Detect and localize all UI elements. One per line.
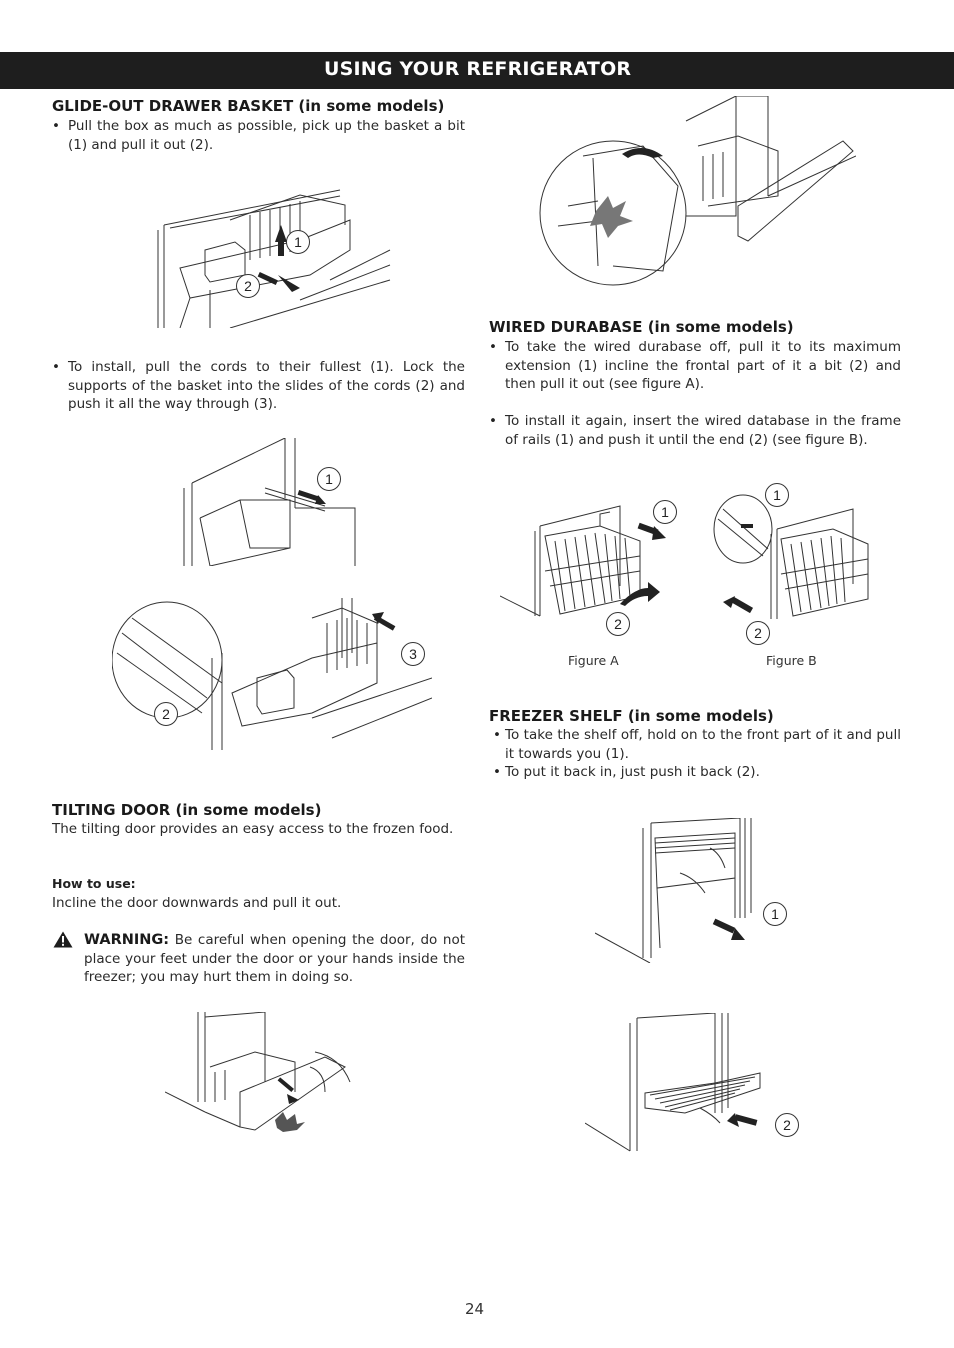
bullet-dot: • <box>489 339 497 355</box>
durabase-bullet-2: • To install it again, insert the wired … <box>489 412 901 470</box>
warning-block: WARNING: Be careful when opening the doo… <box>84 931 465 987</box>
page-number: 24 <box>465 1300 485 1318</box>
glide-title: GLIDE-OUT DRAWER BASKET (in some models) <box>52 97 445 115</box>
step-badge-1: 1 <box>286 230 310 254</box>
step-badge-1: 1 <box>763 902 787 926</box>
freezer-figure-2: 2 <box>585 1013 799 1153</box>
step-badge-1: 1 <box>317 467 341 491</box>
freezer-bullet-2: • To put it back in, just push it back (… <box>493 763 901 783</box>
glide-bullet-1-text: Pull the box as much as possible, pick u… <box>68 118 465 153</box>
step-badge-2: 2 <box>775 1113 799 1137</box>
warning-text: Be careful when opening the door, do not… <box>84 932 465 985</box>
freezer-bullet-1: • To take the shelf off, hold on to the … <box>493 726 901 764</box>
step-badge-2: 2 <box>746 621 770 645</box>
step-badge-2: 2 <box>606 612 630 636</box>
page-title: USING YOUR REFRIGERATOR <box>324 58 632 80</box>
freezer-figure-1: 1 <box>595 818 795 963</box>
bullet-dot: • <box>52 118 60 134</box>
glide-figure-3: 3 2 <box>112 598 432 750</box>
glide-bullet-1: • Pull the box as much as possible, pick… <box>52 117 465 157</box>
durabase-bullet-1: • To take the wired durabase off, pull i… <box>489 338 901 396</box>
freezer-bullet-2-text: To put it back in, just push it back (2)… <box>505 764 760 780</box>
step-badge-1: 1 <box>653 500 677 524</box>
freezer-title: FREEZER SHELF (in some models) <box>489 707 774 725</box>
bullet-dot: • <box>493 727 501 743</box>
warning-label: WARNING: <box>84 932 170 948</box>
tilting-intro: The tilting door provides an easy access… <box>52 821 454 837</box>
glide-bullet-2: • To install, pull the cords to their fu… <box>52 358 465 416</box>
glide-bullet-2-text: To install, pull the cords to their full… <box>68 359 465 412</box>
step-badge-2: 2 <box>236 274 260 298</box>
howto-title: How to use: <box>52 876 136 891</box>
bullet-dot: • <box>52 359 60 375</box>
durabase-figure-b: 1 2 <box>713 483 873 645</box>
freezer-bullet-1-text: To take the shelf off, hold on to the fr… <box>505 727 901 762</box>
step-badge-3: 3 <box>401 642 425 666</box>
bullet-dot: • <box>489 413 497 429</box>
figure-b-caption: Figure B <box>766 653 817 668</box>
durabase-figure-a: 1 2 <box>500 496 690 636</box>
step-badge-1: 1 <box>765 483 789 507</box>
durabase-bullet-1-text: To take the wired durabase off, pull it … <box>505 339 901 392</box>
glide-figure-2: 1 <box>170 438 365 566</box>
bullet-dot: • <box>493 764 501 780</box>
tilting-title: TILTING DOOR (in some models) <box>52 801 322 819</box>
durabase-title: WIRED DURABASE (in some models) <box>489 318 794 336</box>
step-badge-2: 2 <box>154 702 178 726</box>
figure-a-caption: Figure A <box>568 653 619 668</box>
howto-text: Incline the door downwards and pull it o… <box>52 895 342 911</box>
durabase-top-figure <box>538 96 856 288</box>
tilting-figure <box>165 1012 355 1137</box>
durabase-bullet-2-text: To install it again, insert the wired da… <box>505 413 901 448</box>
glide-figure-1: 1 2 <box>150 180 395 328</box>
header-bar <box>0 52 954 89</box>
warning-triangle-icon <box>53 931 73 948</box>
